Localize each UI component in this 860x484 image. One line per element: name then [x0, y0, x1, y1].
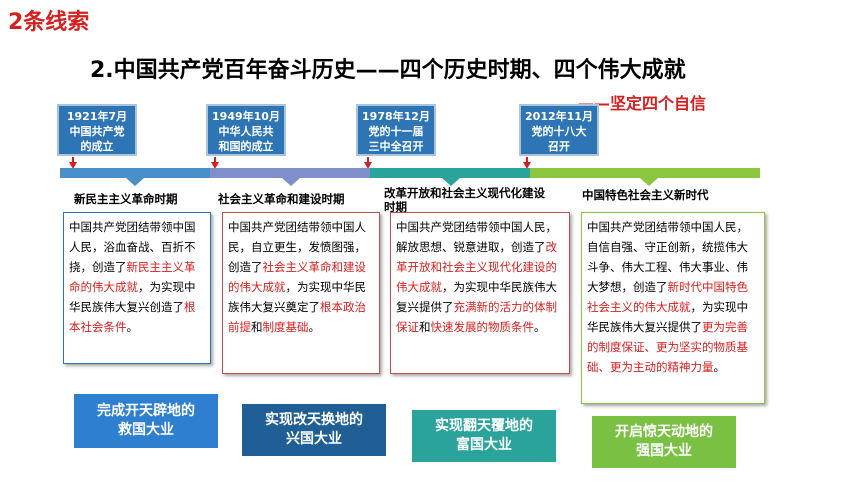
card-text: 。 — [126, 320, 139, 334]
timeline-bar-3 — [370, 168, 530, 178]
card-text: 和 — [419, 320, 431, 334]
arrow-down-icon — [211, 162, 219, 169]
card-text: 中国共产党团结带领中国人民，自立更生，发愤图强，创造了 — [228, 220, 366, 274]
card-highlight: 社会主义革命和建设的伟大成就 — [228, 260, 366, 294]
subtitle: ——坚定四个自信 — [578, 94, 707, 113]
arrow-down-icon — [523, 162, 531, 169]
date-box-1921: 1921年7月 中国共产党 的成立 — [57, 104, 137, 156]
card-text: 和 — [251, 320, 263, 334]
card-text: ，为实现中华民族伟大复兴提供了 — [587, 300, 748, 334]
timeline-bar-4 — [530, 168, 760, 178]
section-title: 2条线索 — [8, 10, 90, 35]
timeline-notch — [442, 178, 460, 186]
date-line: 1949年10月 — [212, 110, 280, 123]
pointer-stem — [526, 157, 528, 163]
date-line: 党的十八大 — [531, 125, 587, 138]
card-text: 。 — [534, 320, 546, 334]
timeline-bar-2 — [210, 168, 370, 178]
goal-line: 救国大业 — [118, 422, 174, 438]
period-label-1: 新民主主义革命时期 — [74, 192, 178, 206]
achievement-card-4: 中国共产党团结带领中国人民，自信自强、守正创新，统揽伟大斗争、伟大工程、伟大事业… — [581, 212, 765, 404]
card-text: ，为实现中华民族伟大复兴提供了 — [396, 280, 557, 314]
pointer-stem — [214, 157, 216, 163]
card-highlight: 充满新的活力的体制保证 — [396, 300, 557, 334]
date-line: 三中全召开 — [368, 140, 424, 153]
card-text: ，为实现中华民族伟大复兴创造了 — [69, 280, 196, 314]
date-line: 召开 — [548, 140, 570, 153]
goal-box-3: 实现翻天覆地的富国大业 — [412, 410, 556, 462]
card-highlight: 根本政治前提 — [228, 300, 366, 334]
card-highlight: 制度基础 — [262, 320, 309, 334]
goal-line: 富国大业 — [456, 437, 512, 453]
date-box-1949: 1949年10月 中华人民共 和国的成立 — [206, 104, 286, 156]
card-highlight: 新时代中国特色社会主义的伟大成就 — [587, 280, 748, 314]
goal-line: 开启惊天动地的 — [615, 424, 713, 440]
card-text: 中国共产党团结带领中国人民，浴血奋战、百折不挠，创造了 — [69, 220, 196, 274]
period-label-3: 改革开放和社会主义现代化建设时期 — [384, 186, 545, 214]
date-line: 的成立 — [80, 140, 114, 153]
timeline-notch — [282, 178, 300, 186]
card-text: 中国共产党团结带领中国人民，解放思想、锐意进取，创造了 — [396, 220, 557, 254]
period-label-2: 社会主义革命和建设时期 — [218, 192, 345, 206]
date-line: 中华人民共 — [218, 125, 274, 138]
goal-line: 强国大业 — [636, 443, 692, 459]
goal-box-1: 完成开天辟地的救国大业 — [74, 394, 218, 448]
card-text: ，为实现中华民族伟大复兴奠定了 — [228, 280, 366, 314]
card-highlight: 改革开放和社会主义现代化建设的伟大成就 — [396, 240, 557, 294]
card-highlight: 根本社会条件 — [69, 300, 196, 334]
main-title: 2.中国共产党百年奋斗历史——四个历史时期、四个伟大成就 — [90, 58, 686, 83]
date-line: 党的十一届 — [368, 125, 424, 138]
card-text: 。 — [308, 320, 321, 334]
card-text: 中国共产党团结带领中国人民，自信自强、守正创新，统揽伟大斗争、伟大工程、伟大事业… — [587, 220, 748, 294]
date-line: 中国共产党 — [69, 125, 125, 138]
goal-line: 实现翻天覆地的 — [435, 418, 533, 434]
card-highlight: 更为完善的制度保证、更为坚实的物质基础、更为主动的精神力量 — [587, 320, 748, 374]
date-line: 1921年7月 — [66, 110, 128, 123]
card-highlight: 快速发展的物质条件 — [430, 320, 535, 334]
arrow-down-icon — [364, 162, 372, 169]
timeline-notch — [126, 178, 144, 186]
date-box-1978: 1978年12月 党的十一届 三中全召开 — [356, 104, 436, 156]
achievement-card-1: 中国共产党团结带领中国人民，浴血奋战、百折不挠，创造了新民主主义革命的伟大成就，… — [63, 212, 211, 364]
achievement-card-2: 中国共产党团结带领中国人民，自立更生，发愤图强，创造了社会主义革命和建设的伟大成… — [222, 212, 380, 374]
pointer-stem — [367, 157, 369, 163]
goal-box-2: 实现改天换地的兴国大业 — [242, 404, 386, 456]
period-label-4: 中国特色社会主义新时代 — [582, 188, 709, 202]
timeline-notch — [640, 178, 658, 186]
achievement-card-3: 中国共产党团结带领中国人民，解放思想、锐意进取，创造了改革开放和社会主义现代化建… — [390, 212, 570, 374]
pointer-stem — [72, 157, 74, 163]
date-box-2012: 2012年11月 党的十八大 召开 — [519, 104, 599, 156]
arrow-down-icon — [69, 162, 77, 169]
goal-line: 兴国大业 — [286, 431, 342, 447]
card-highlight: 新民主主义革命的伟大成就 — [69, 260, 196, 294]
date-line: 和国的成立 — [218, 140, 274, 153]
card-text: 。 — [713, 360, 726, 374]
goal-box-4: 开启惊天动地的强国大业 — [592, 416, 736, 468]
goal-line: 实现改天换地的 — [265, 412, 363, 428]
goal-line: 完成开天辟地的 — [97, 403, 195, 419]
date-line: 2012年11月 — [525, 110, 593, 123]
date-line: 1978年12月 — [362, 110, 430, 123]
timeline-bar-1 — [60, 168, 210, 178]
